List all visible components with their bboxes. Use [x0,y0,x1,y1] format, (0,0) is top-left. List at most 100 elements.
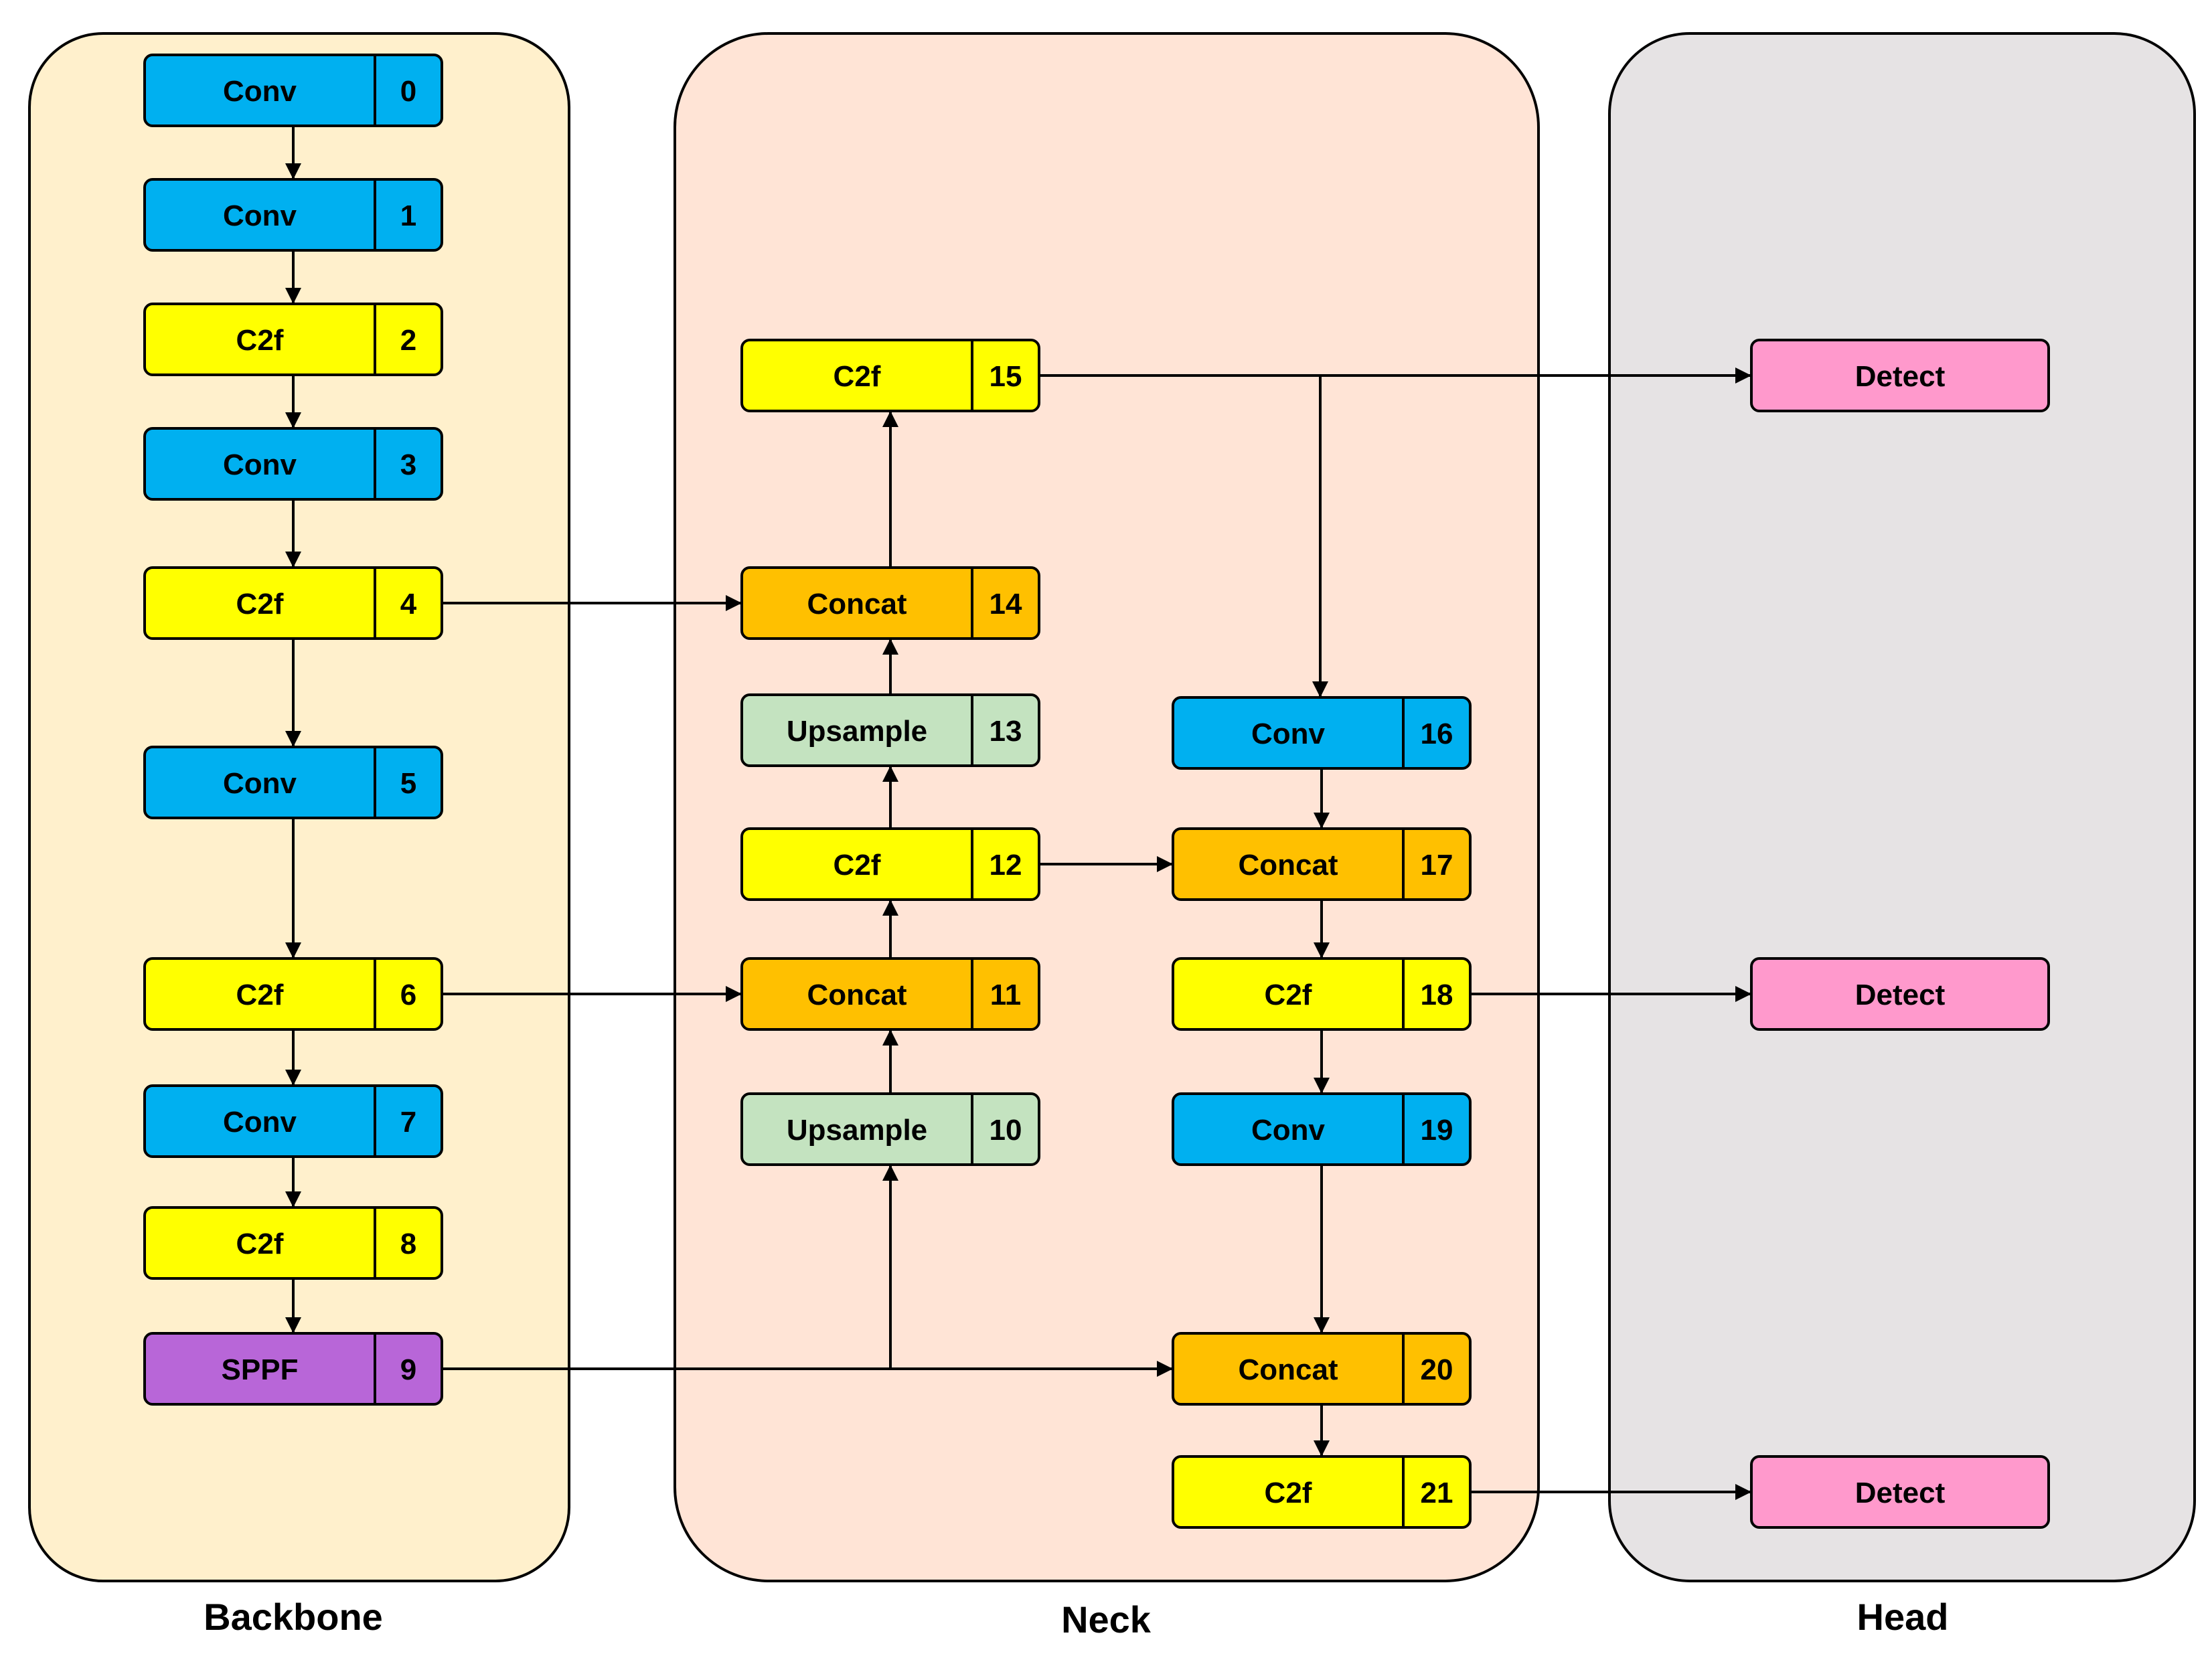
backbone-title: Backbone [204,1596,383,1638]
node-0: Conv 0 [143,54,443,127]
node-index: 8 [400,1228,416,1260]
node-box [143,54,443,127]
node-17: Concat 17 [1172,827,1472,901]
node-21: C2f 21 [1172,1455,1472,1529]
node-label: Conv [223,75,297,108]
node-box [740,957,1040,1031]
node-index: 18 [1421,979,1453,1011]
node-label: C2f [236,588,284,620]
node-index: 19 [1421,1114,1453,1147]
node-box [740,1092,1040,1166]
node-13: Upsample 13 [740,693,1040,767]
node-label: Conv [223,767,297,800]
node-label: Upsample [787,715,927,748]
node-box [143,427,443,501]
node-index: 14 [990,588,1022,620]
node-box [740,827,1040,901]
node-box [143,1084,443,1158]
node-label: C2f [834,849,881,882]
node-label: C2f [236,979,284,1011]
node-index: 16 [1421,718,1453,750]
node-index: 12 [990,849,1022,882]
node-d1: Detect [1750,339,2050,412]
node-box [1172,1332,1472,1406]
node-box [1750,1455,2050,1529]
node-6: C2f 6 [143,957,443,1031]
node-19: Conv 19 [1172,1092,1472,1166]
node-box [143,303,443,376]
node-8: C2f 8 [143,1206,443,1280]
node-box [1750,339,2050,412]
node-index: 11 [990,979,1022,1011]
node-label: Detect [1855,360,1946,393]
node-box [143,1206,443,1280]
node-label: C2f [834,360,881,393]
node-label: Detect [1855,1477,1946,1509]
node-d2: Detect [1750,957,2050,1031]
node-2: C2f 2 [143,303,443,376]
node-box [1172,1092,1472,1166]
node-label: Concat [1238,849,1338,882]
node-index: 9 [400,1353,416,1386]
node-index: 17 [1421,849,1453,882]
neck-title: Neck [1061,1598,1152,1641]
node-index: 15 [990,360,1022,393]
node-index: 6 [400,979,416,1011]
node-box [143,178,443,252]
node-index: 0 [400,75,416,108]
node-box [1172,957,1472,1031]
node-index: 1 [400,199,416,232]
node-box [1172,1455,1472,1529]
node-5: Conv 5 [143,746,443,819]
node-label: Concat [1238,1353,1338,1386]
node-3: Conv 3 [143,427,443,501]
node-16: Conv 16 [1172,696,1472,770]
node-label: C2f [236,1228,284,1260]
head-panel [1608,32,2196,1582]
node-label: Conv [1251,718,1326,750]
node-14: Concat 14 [740,566,1040,640]
node-label: Conv [1251,1114,1326,1147]
node-box [1172,827,1472,901]
node-label: Upsample [787,1114,927,1147]
node-index: 13 [990,715,1022,748]
node-15: C2f 15 [740,339,1040,412]
node-label: Detect [1855,979,1946,1011]
node-label: Concat [807,588,906,620]
node-box [740,566,1040,640]
node-label: C2f [236,324,284,357]
node-11: Concat 11 [740,957,1040,1031]
node-12: C2f 12 [740,827,1040,901]
node-box [143,566,443,640]
node-1: Conv 1 [143,178,443,252]
node-index: 4 [400,588,417,620]
head-title: Head [1857,1596,1949,1638]
node-index: 2 [400,324,416,357]
node-index: 3 [400,448,416,481]
node-label: C2f [1265,979,1312,1011]
node-box [143,746,443,819]
node-index: 10 [990,1114,1022,1147]
node-label: C2f [1265,1477,1312,1509]
node-index: 5 [400,767,416,800]
node-label: SPPF [222,1353,299,1386]
node-index: 7 [400,1106,416,1139]
node-box [143,957,443,1031]
node-9: SPPF 9 [143,1332,443,1406]
node-box [740,693,1040,767]
node-label: Conv [223,448,297,481]
node-index: 21 [1421,1477,1453,1509]
node-label: Concat [807,979,906,1011]
node-index: 20 [1421,1353,1453,1386]
node-box [1750,957,2050,1031]
node-10: Upsample 10 [740,1092,1040,1166]
node-label: Conv [223,199,297,232]
node-18: C2f 18 [1172,957,1472,1031]
node-box [740,339,1040,412]
node-box [1172,696,1472,770]
node-box [143,1332,443,1406]
node-4: C2f 4 [143,566,443,640]
